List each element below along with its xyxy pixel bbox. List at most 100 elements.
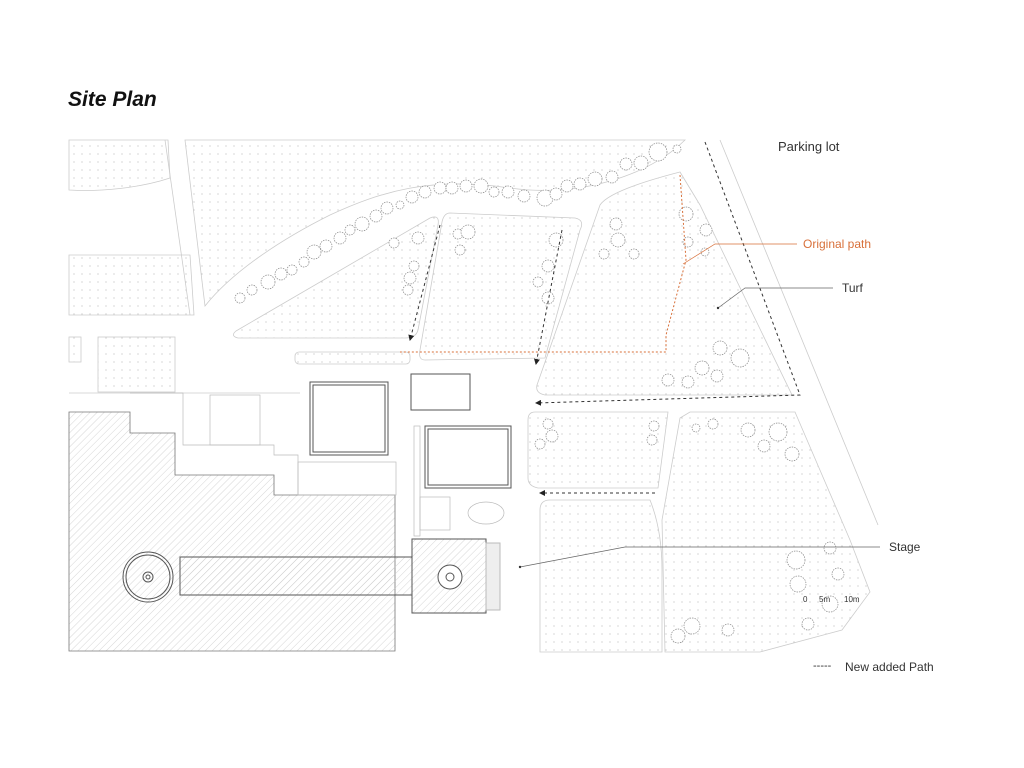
- tree-icon: [298, 256, 310, 268]
- tree-icon: [541, 291, 555, 305]
- turf-left: [68, 254, 195, 316]
- tree-icon: [823, 541, 837, 555]
- tree-icon: [319, 239, 333, 253]
- label-original-path: Original path: [803, 237, 872, 251]
- tree-icon: [633, 155, 649, 171]
- turf-strip-a: [233, 216, 439, 339]
- scale-mid: 5m: [819, 595, 831, 604]
- tree-icon: [648, 142, 668, 162]
- tree-icon: [549, 187, 563, 201]
- tree-icon: [672, 144, 682, 154]
- turf-top-left: [68, 139, 171, 191]
- original-path: [400, 174, 687, 353]
- tree-icon: [534, 438, 546, 450]
- tree-icon: [712, 340, 728, 356]
- tree-icon: [246, 284, 258, 296]
- tree-icon: [274, 267, 288, 281]
- tree-icon: [542, 418, 554, 430]
- tree-icon: [459, 179, 473, 193]
- legend-dash-symbol: -----: [813, 660, 832, 672]
- tree-icon: [646, 434, 658, 446]
- tree-icon: [619, 157, 633, 171]
- tree-icon: [784, 446, 800, 462]
- tree-icon: [418, 185, 432, 199]
- tree-icon: [610, 232, 626, 248]
- tree-icon: [548, 232, 564, 248]
- tree-icon: [700, 247, 710, 257]
- tree-icon: [691, 423, 701, 433]
- tree-icon: [801, 617, 815, 631]
- scale-max: 10m: [844, 595, 860, 604]
- tree-icon: [628, 248, 640, 260]
- tree-icon: [517, 189, 531, 203]
- tree-icon: [587, 171, 603, 187]
- tree-icon: [560, 179, 574, 193]
- tree-icon: [609, 217, 623, 231]
- label-turf: Turf: [842, 281, 863, 295]
- tree-icon: [730, 348, 750, 368]
- tree-icon: [757, 439, 771, 453]
- tree-icon: [681, 375, 695, 389]
- stage-steps: [485, 542, 501, 611]
- tree-icon: [395, 200, 405, 210]
- tree-icon: [545, 429, 559, 443]
- tree-icon: [682, 236, 694, 248]
- tree-icon: [501, 185, 515, 199]
- tree-icon: [445, 181, 459, 195]
- trees: [234, 142, 845, 644]
- turf-top-strip: [184, 139, 686, 307]
- turf-southeast: [661, 411, 871, 653]
- tree-icon: [694, 360, 710, 376]
- leader-lines: [519, 243, 880, 568]
- new-added-paths: [408, 141, 801, 496]
- tree-icon: [388, 237, 400, 249]
- turf-east: [536, 171, 793, 396]
- tree-icon: [260, 274, 276, 290]
- turf-small-strip: [294, 351, 411, 365]
- pavilions: [309, 373, 512, 489]
- tree-icon: [403, 271, 417, 285]
- fountain: [122, 551, 174, 603]
- tree-icon: [598, 248, 610, 260]
- tree-icon: [740, 422, 756, 438]
- tree-icon: [707, 418, 719, 430]
- label-parking-lot: Parking lot: [778, 139, 840, 154]
- roads: [69, 139, 879, 526]
- tree-icon: [721, 623, 735, 637]
- tree-icon: [541, 259, 555, 273]
- turf-south: [539, 499, 663, 653]
- tree-icon: [411, 231, 425, 245]
- tree-icon: [821, 595, 839, 613]
- tree-icon: [286, 264, 298, 276]
- tree-icon: [768, 422, 788, 442]
- tree-icon: [648, 420, 660, 432]
- page-title: Site Plan: [68, 88, 157, 111]
- building-light: [130, 392, 505, 537]
- tree-icon: [683, 617, 701, 635]
- tree-icon: [786, 550, 806, 570]
- tree-icon: [369, 209, 383, 223]
- tree-icon: [234, 292, 246, 304]
- scale-zero: 0: [803, 595, 808, 604]
- tree-icon: [573, 177, 587, 191]
- tree-icon: [306, 244, 322, 260]
- tree-icon: [710, 369, 724, 383]
- walkway-bar: [179, 556, 413, 596]
- label-stage: Stage: [889, 540, 921, 554]
- tree-icon: [433, 181, 447, 195]
- tree-icon: [405, 190, 419, 204]
- turf-mid: [527, 411, 669, 489]
- tree-icon: [354, 216, 370, 232]
- tree-icon: [661, 373, 675, 387]
- tree-icon: [488, 186, 500, 198]
- tree-icon: [460, 224, 476, 240]
- tree-icon: [699, 223, 713, 237]
- tree-icon: [831, 567, 845, 581]
- tree-icon: [473, 178, 489, 194]
- tree-icon: [333, 231, 347, 245]
- legend-new-path: New added Path: [845, 660, 934, 674]
- tree-icon: [789, 575, 807, 593]
- tree-icon: [408, 260, 420, 272]
- tree-icon: [605, 170, 619, 184]
